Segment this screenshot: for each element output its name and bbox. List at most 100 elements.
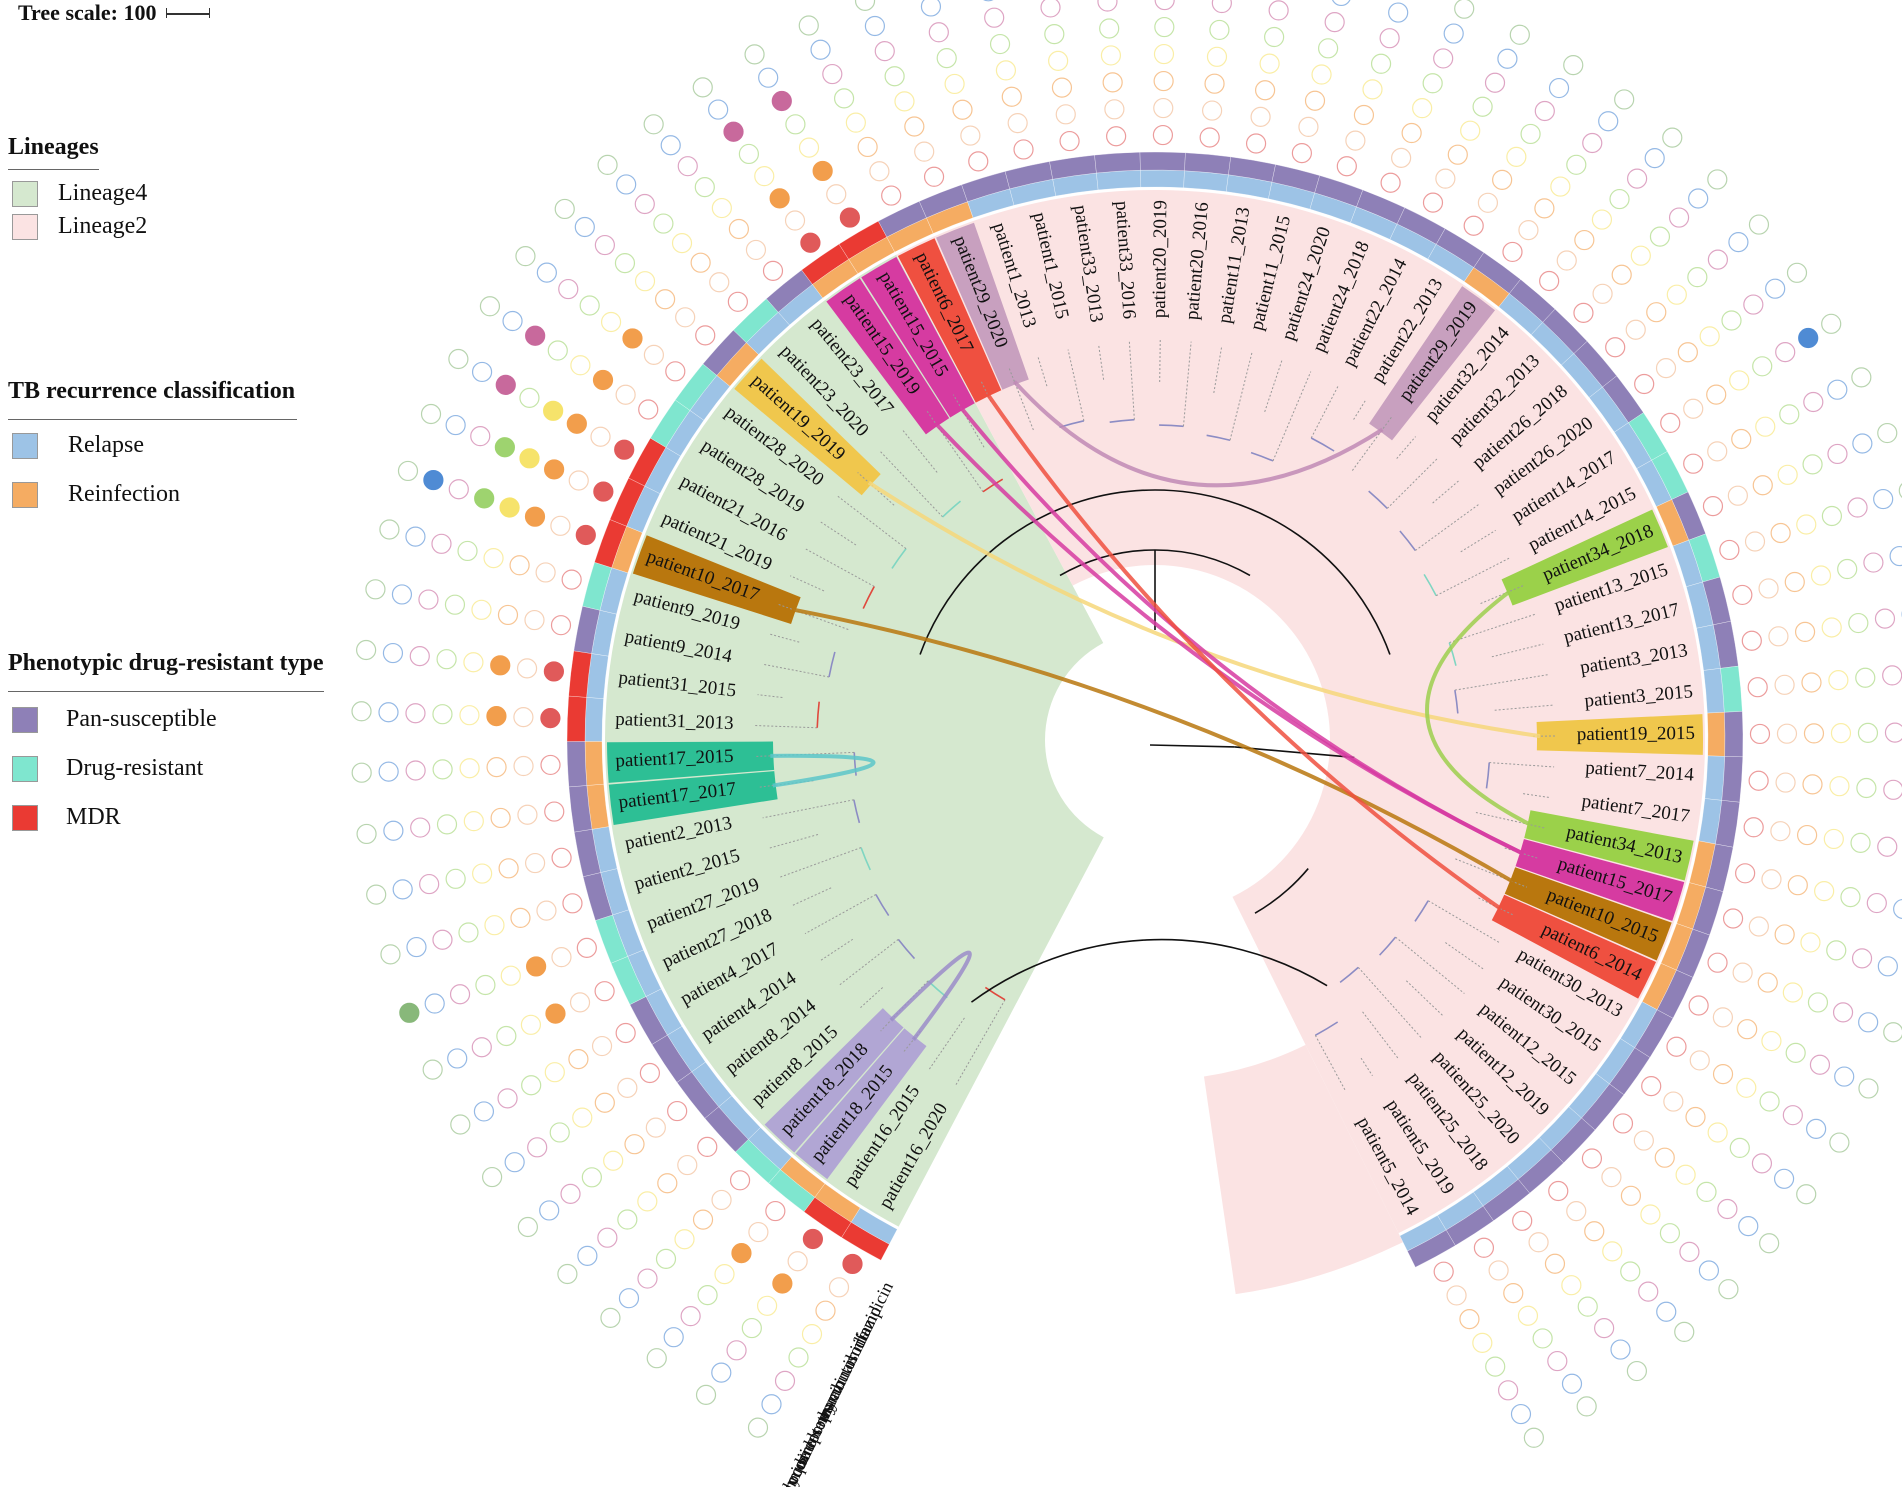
drug-dot-isoniazid xyxy=(869,161,890,182)
leaf-dotted-branch xyxy=(858,987,883,1010)
drug-dot-streptomycin xyxy=(432,759,453,780)
drug-dot-rifampicin xyxy=(923,166,945,187)
drug-dot-pyrazinamide xyxy=(857,136,878,158)
drug-dot-streptomycin xyxy=(617,1209,638,1230)
drug-dot-fluoroquinolones xyxy=(1743,294,1764,315)
drug-dot-pyrazinamide xyxy=(772,1273,793,1294)
leaf-dotted-branch xyxy=(1314,1035,1347,1092)
drug-dot-streptomycin xyxy=(1855,667,1876,688)
drug-dot-ethambutol xyxy=(1460,120,1481,141)
drug-dot-ethionamide xyxy=(1877,422,1898,444)
drug-dot-pyrazinamide xyxy=(1797,824,1818,846)
legend-item-lineage4: Lineage4 xyxy=(8,180,147,207)
resistance-ring-segment xyxy=(1094,152,1141,174)
drug-dot-pyrazinamide xyxy=(1534,198,1555,219)
drug-dot-streptomycin xyxy=(579,295,600,316)
drug-dot-streptomycin xyxy=(884,66,905,87)
drug-dot-fluoroquinolones xyxy=(634,193,655,215)
drug-dot-aminoglycosides xyxy=(1443,23,1464,44)
drug-dot-pyrazinamide xyxy=(1802,774,1823,795)
drug-dot-ethionamide xyxy=(479,296,501,317)
drug-dot-isoniazid xyxy=(1732,962,1753,983)
drug-dot-fluoroquinolones xyxy=(822,63,843,85)
drug-dot-isoniazid xyxy=(675,307,696,328)
drug-dot-ethambutol xyxy=(1828,670,1849,691)
drug-dot-rifampicin xyxy=(593,481,614,502)
drug-dot-ethambutol xyxy=(519,448,540,469)
drug-dot-fluoroquinolones xyxy=(1866,892,1887,914)
drug-dot-streptomycin xyxy=(519,387,540,408)
resistance-legend-title: Phenotypic drug-resistant type xyxy=(8,650,324,692)
drug-dot-fluoroquinolones xyxy=(597,1227,618,1248)
leaf-highlight xyxy=(795,1028,927,1180)
pair-arc xyxy=(1423,573,1437,597)
drug-resistant-swatch xyxy=(12,755,38,782)
leaf-dotted-branch xyxy=(804,894,877,935)
annotation-rings xyxy=(566,151,1744,1268)
leaf-dotted-branch xyxy=(1067,349,1085,421)
drug-dot-isoniazid xyxy=(914,141,935,162)
leaf-label-patient20-2019: patient20_2019 xyxy=(1149,200,1172,318)
leaf-dotted-branch xyxy=(1396,436,1416,459)
leaf-dotted-branch xyxy=(954,999,1006,1087)
drug-dot-streptomycin xyxy=(1620,1261,1641,1282)
drug-dot-isoniazid xyxy=(645,1117,666,1138)
resistance-ring-segment xyxy=(566,741,587,788)
drug-dot-streptomycin xyxy=(989,33,1011,55)
drug-dot-ethambutol xyxy=(1412,98,1433,119)
drug-dot-pyrazinamide xyxy=(1770,522,1791,544)
drug-dot-rifampicin xyxy=(1634,373,1655,395)
drug-dot-rifampicin xyxy=(665,361,686,382)
drug-dot-ethambutol xyxy=(1800,932,1821,953)
pair-arc xyxy=(1109,418,1135,424)
drug-dot-isoniazid xyxy=(748,1221,769,1243)
pair-arc xyxy=(816,701,820,728)
drug-dot-ethionamide xyxy=(695,1384,717,1405)
drug-dot-isoniazid xyxy=(590,426,611,447)
recurrence-legend-title: TB recurrence classification xyxy=(8,378,298,420)
drug-dot-ethionamide xyxy=(597,154,618,175)
drug-dot-streptomycin xyxy=(1209,19,1230,41)
drug-dot-ethionamide xyxy=(1796,1184,1817,1205)
drug-dot-isoniazid xyxy=(787,1251,808,1272)
drug-dot-isoniazid xyxy=(677,1154,698,1176)
drug-dot-isoniazid xyxy=(1055,104,1076,125)
drug-dot-pyrazinamide xyxy=(1774,924,1795,945)
drug-dot-streptomycin xyxy=(1687,267,1708,288)
drug-dot-isoniazid xyxy=(1768,626,1789,647)
drug-dot-rifampicin xyxy=(639,1062,660,1084)
drug-dot-isoniazid xyxy=(1528,1232,1549,1253)
drug-dot-rifampicin xyxy=(1707,952,1728,973)
drug-dot-aminoglycosides xyxy=(1893,898,1902,920)
drug-dot-aminoglycosides xyxy=(574,216,595,238)
drug-dot-ethionamide xyxy=(356,823,377,845)
drug-dot-streptomycin xyxy=(1577,1296,1598,1317)
recurrence-ring-segment xyxy=(1096,170,1141,191)
leaf-dotted-branch xyxy=(1213,345,1223,394)
drug-dot-streptomycin xyxy=(475,974,496,996)
pair-link xyxy=(1012,380,1384,488)
drug-dot-streptomycin xyxy=(1370,53,1392,74)
drug-dot-fluoroquinolones xyxy=(419,873,440,895)
drug-dot-aminoglycosides xyxy=(445,414,466,436)
drug-dot-rifampicin xyxy=(1743,817,1764,838)
leaf-highlight xyxy=(608,771,778,825)
drug-dot-streptomycin xyxy=(1696,1181,1717,1202)
drug-dot-ethambutol xyxy=(1699,326,1720,347)
drug-dot-streptomycin xyxy=(1821,505,1843,527)
resistance-ring-segment xyxy=(566,695,587,742)
drug-dot-ethambutol xyxy=(600,311,622,333)
drug-dot-fluoroquinolones xyxy=(431,533,452,554)
leaf-dotted-branch xyxy=(762,663,830,678)
drug-dot-streptomycin xyxy=(738,143,759,165)
drug-dot-ethambutol xyxy=(801,1323,823,1345)
drug-dot-rifampicin xyxy=(1106,126,1127,147)
drug-dot-ethionamide xyxy=(643,114,664,135)
drug-dot-ethionamide xyxy=(1563,54,1584,76)
drug-dot-pyrazinamide xyxy=(690,252,711,273)
drug-dot-pyrazinamide xyxy=(1153,70,1174,92)
drug-dot-pyrazinamide xyxy=(1794,621,1816,643)
drug-dot-fluoroquinolones xyxy=(448,479,469,500)
drug-dot-pyrazinamide xyxy=(1784,571,1805,593)
legend-item-drug-resistant: Drug-resistant xyxy=(8,755,324,782)
